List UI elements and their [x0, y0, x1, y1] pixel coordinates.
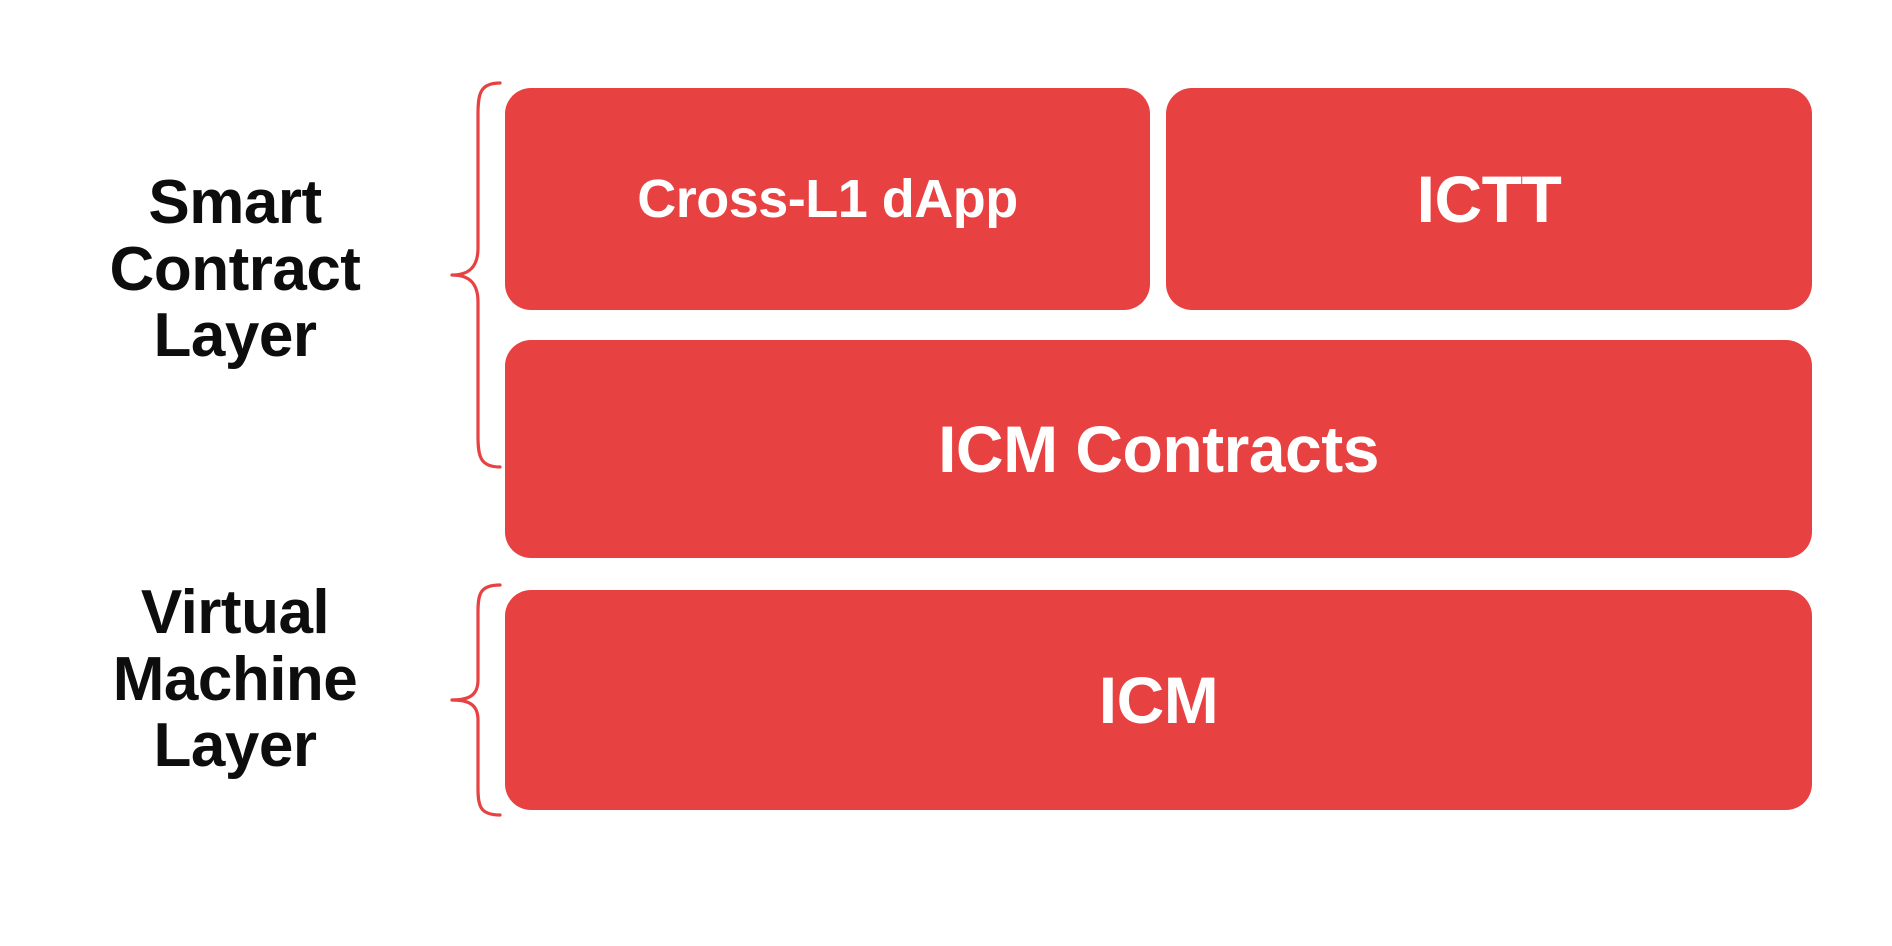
layer-label-smart-contract: Smart Contract Layer: [30, 150, 440, 390]
layer-label-virtual-machine-line-1: Virtual: [140, 577, 330, 647]
layer-label-virtual-machine: Virtual Machine Layer: [30, 560, 440, 800]
box-ictt-label: ICTT: [1416, 162, 1562, 236]
layer-label-smart-contract-line-1: Smart: [148, 167, 322, 237]
left-curly-brace-icon: [450, 583, 502, 817]
box-icm-label: ICM: [1098, 663, 1219, 737]
box-icm[interactable]: ICM: [505, 590, 1812, 810]
layer-label-virtual-machine-line-3: Layer: [153, 711, 317, 781]
box-cross-l1-dapp[interactable]: Cross-L1 dApp: [505, 88, 1150, 310]
left-curly-brace-icon: [450, 81, 502, 469]
box-cross-l1-dapp-label: Cross-L1 dApp: [637, 169, 1018, 229]
box-icm-contracts-label: ICM Contracts: [938, 412, 1379, 486]
box-ictt[interactable]: ICTT: [1166, 88, 1812, 310]
layer-label-smart-contract-line-2: Contract: [109, 234, 361, 304]
left-curly-brace-smart-contract: [450, 80, 502, 470]
layer-label-smart-contract-line-3: Layer: [153, 301, 317, 371]
left-curly-brace-virtual-machine: [450, 582, 502, 818]
layer-label-virtual-machine-line-2: Machine: [112, 644, 358, 714]
box-icm-contracts[interactable]: ICM Contracts: [505, 340, 1812, 558]
